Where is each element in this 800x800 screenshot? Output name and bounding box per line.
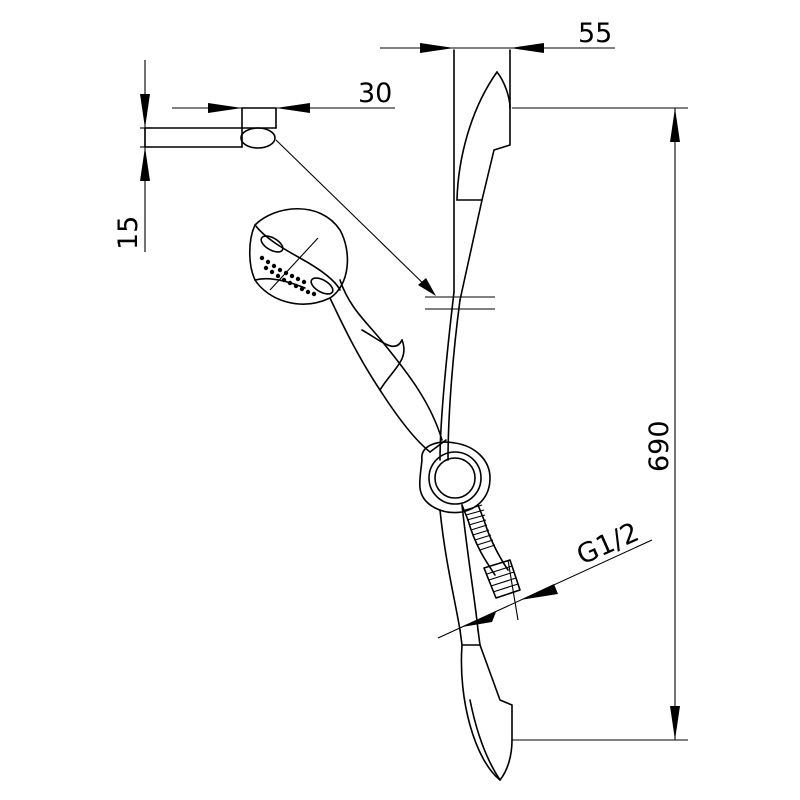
hose-nut	[483, 559, 521, 599]
dim-label-bar-width: 55	[578, 18, 612, 49]
hose	[461, 504, 521, 621]
dimension-thread: G1/2	[437, 517, 653, 639]
hand-shower	[248, 208, 447, 453]
dim-label-arm-thickness: 15	[113, 216, 144, 250]
dim-label-bar-height: 690	[644, 420, 675, 472]
dimension-arm-thickness: 15	[113, 60, 152, 252]
dimension-bar-height: 690	[512, 107, 688, 741]
slider-holder	[418, 441, 491, 514]
dimension-bar-width: 55	[380, 18, 615, 53]
wall-bracket	[144, 107, 495, 310]
dim-label-thread: G1/2	[572, 517, 643, 572]
dim-label-arm-length: 30	[358, 78, 392, 109]
spray-nozzles	[259, 255, 317, 297]
hose-coil	[464, 504, 496, 551]
slide-bar	[439, 49, 513, 781]
dimension-arm-length: 30	[172, 78, 395, 113]
